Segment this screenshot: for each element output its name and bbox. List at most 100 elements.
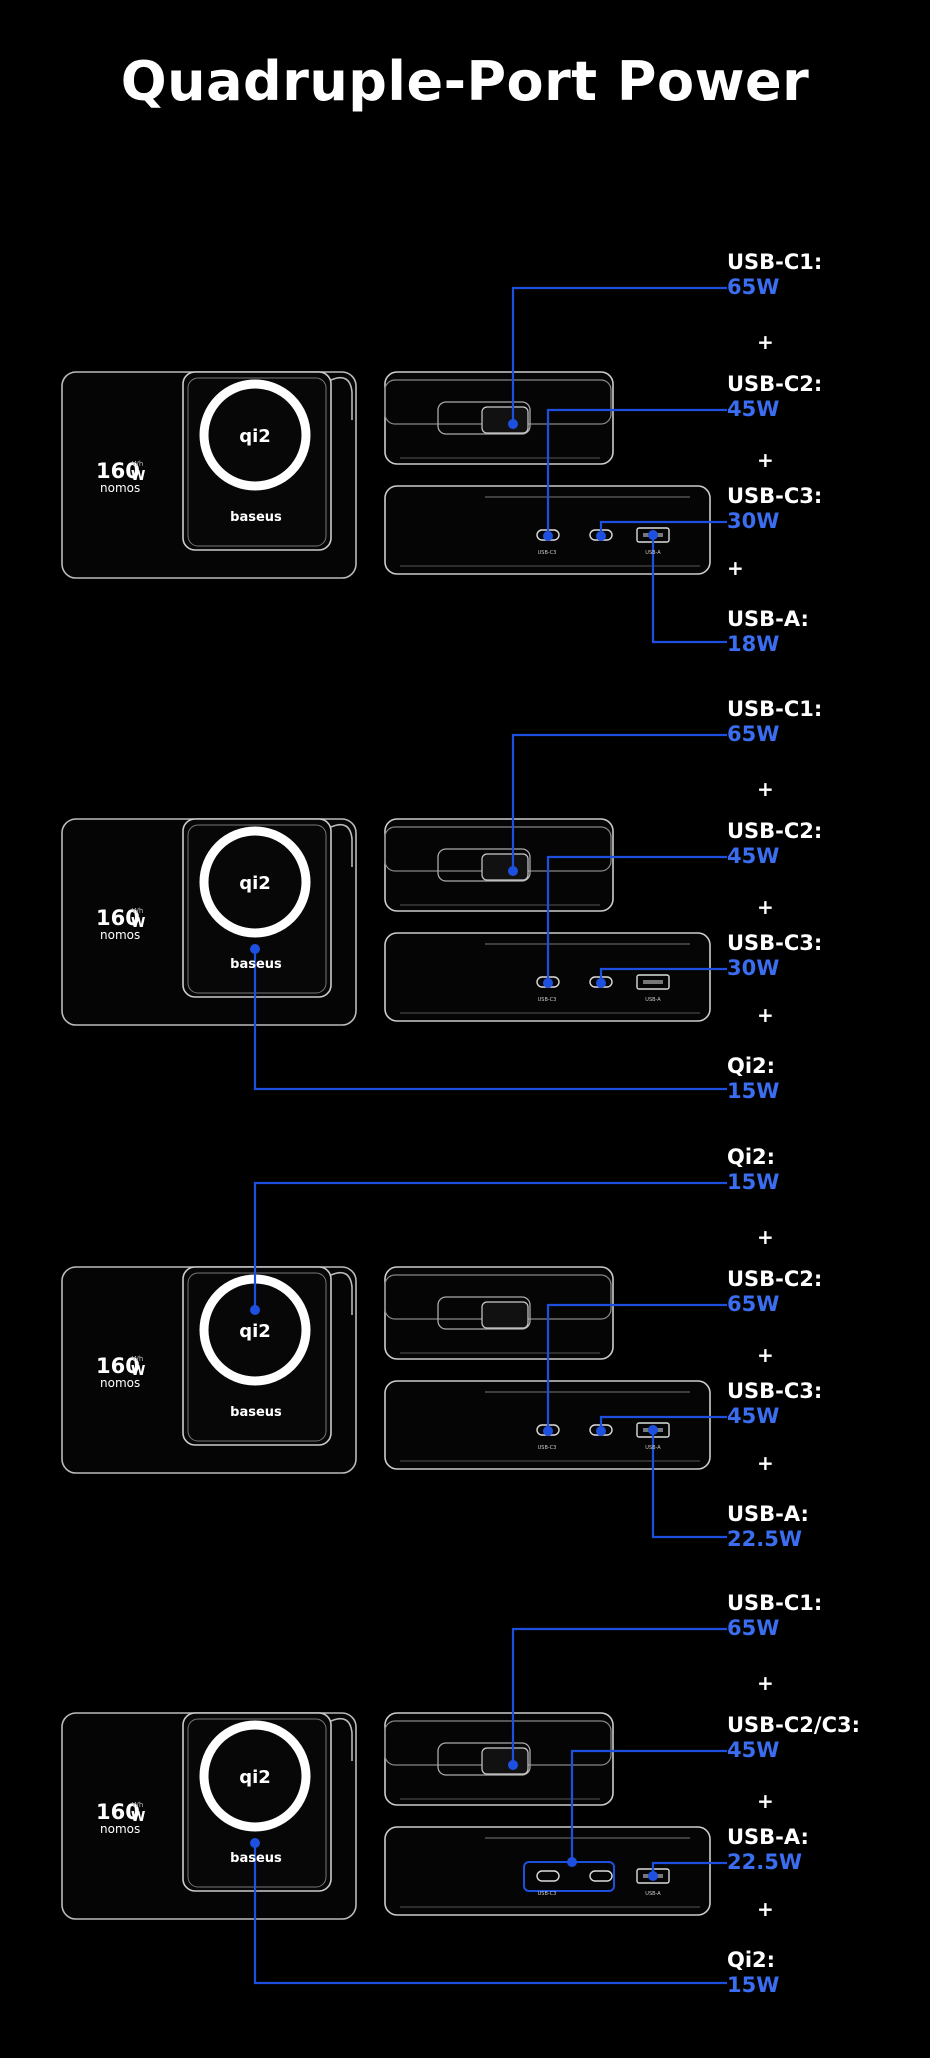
port-marking-a: USB-A [645,550,661,556]
port-label: USB-C1:65W [727,697,822,747]
plus-sign: + [757,1003,774,1027]
port-name: USB-A: [727,607,809,631]
port-marking-c3: USB-C3 [538,550,557,556]
port-wattage: 65W [727,275,780,299]
port-marking-c3: USB-C3 [538,997,557,1003]
port-wattage: 15W [727,1079,780,1103]
port-name: Qi2: [727,1948,776,1972]
capacity-unit: W [131,469,145,484]
port-name: USB-C1: [727,1591,823,1615]
port-label: USB-A:22.5W [727,1825,809,1875]
port-wattage: 22.5W [727,1527,802,1551]
port-name: USB-C1: [727,697,823,721]
port-name: USB-A: [727,1825,809,1849]
capacity-unit: W [131,1810,145,1825]
port-wattage: 15W [727,1973,780,1997]
plus-sign: + [757,895,774,919]
page-title: Quadruple-Port Power [120,50,810,113]
port-label: USB-C3:30W [727,931,822,981]
port-wattage: 22.5W [727,1850,802,1874]
capacity-unit-small: Wh [132,1355,143,1363]
plus-sign: + [757,1671,774,1695]
plus-sign: + [757,1789,774,1813]
port-label: Qi2:15W [727,1145,779,1195]
plus-sign: + [727,556,744,580]
port-label: USB-C2:45W [727,819,822,869]
port-wattage: 18W [727,632,780,656]
baseus-logo: baseus [230,1405,282,1420]
plus-sign: + [757,1451,774,1475]
qi2-logo: qi2 [239,1321,271,1342]
capacity-number: 160 [96,1800,140,1824]
port-wattage: 65W [727,722,780,746]
port-label: USB-C2:65W [727,1267,822,1317]
port-wattage: 45W [727,1738,780,1762]
port-marking-a: USB-A [645,1445,661,1451]
capacity-unit-small: Wh [132,907,143,915]
port-marking-a: USB-A [645,997,661,1003]
port-label: USB-A:22.5W [727,1502,809,1552]
port-label: USB-C2:45W [727,372,822,422]
charger-top-view [384,1266,614,1360]
port-name: USB-C2/C3: [727,1713,861,1737]
port-label: USB-C2/C3:45W [727,1713,860,1763]
port-name: USB-C2: [727,819,823,843]
brand-nomos: nomos [100,1376,140,1390]
port-name: USB-A: [727,1502,809,1526]
port-wattage: 65W [727,1292,780,1316]
brand-nomos: nomos [100,481,140,495]
plus-sign: + [757,448,774,472]
port-name: USB-C2: [727,1267,823,1291]
plus-sign: + [757,1225,774,1249]
port-name: USB-C1: [727,250,823,274]
port-marking-c3: USB-C3 [538,1445,557,1451]
port-name: Qi2: [727,1145,776,1169]
charger-top-view [384,371,614,465]
port-name: USB-C2: [727,372,823,396]
capacity-unit: W [131,1364,145,1379]
port-label: USB-A:18W [727,607,809,657]
port-wattage: 45W [727,1404,780,1428]
qi2-logo: qi2 [239,426,271,447]
plus-sign: + [757,1897,774,1921]
capacity-number: 160 [96,1354,140,1378]
port-name: USB-C3: [727,484,823,508]
port-marking-c3: USB-C3 [538,1891,557,1897]
port-label: USB-C1:65W [727,250,822,300]
capacity-unit-small: Wh [132,1801,143,1809]
port-name: Qi2: [727,1054,776,1078]
capacity-unit: W [131,916,145,931]
port-wattage: 45W [727,844,780,868]
capacity-number: 160 [96,906,140,930]
qi2-logo: qi2 [239,873,271,894]
port-name: USB-C3: [727,931,823,955]
plus-sign: + [757,1343,774,1367]
port-wattage: 15W [727,1170,780,1194]
charger-top-view [384,1712,614,1806]
port-wattage: 45W [727,397,780,421]
baseus-logo: baseus [230,510,282,525]
port-marking-a: USB-A [645,1891,661,1897]
plus-sign: + [757,330,774,354]
capacity-unit-small: Wh [132,460,143,468]
brand-nomos: nomos [100,928,140,942]
plus-sign: + [757,777,774,801]
port-name: USB-C3: [727,1379,823,1403]
brand-nomos: nomos [100,1822,140,1836]
charger-top-view [384,818,614,912]
port-wattage: 30W [727,509,780,533]
port-label: USB-C1:65W [727,1591,822,1641]
port-label: USB-C3:45W [727,1379,822,1429]
capacity-number: 160 [96,459,140,483]
port-wattage: 65W [727,1616,780,1640]
qi2-logo: qi2 [239,1767,271,1788]
port-wattage: 30W [727,956,780,980]
baseus-logo: baseus [230,957,282,972]
port-label: USB-C3:30W [727,484,822,534]
charger-port-side [384,1826,711,1916]
